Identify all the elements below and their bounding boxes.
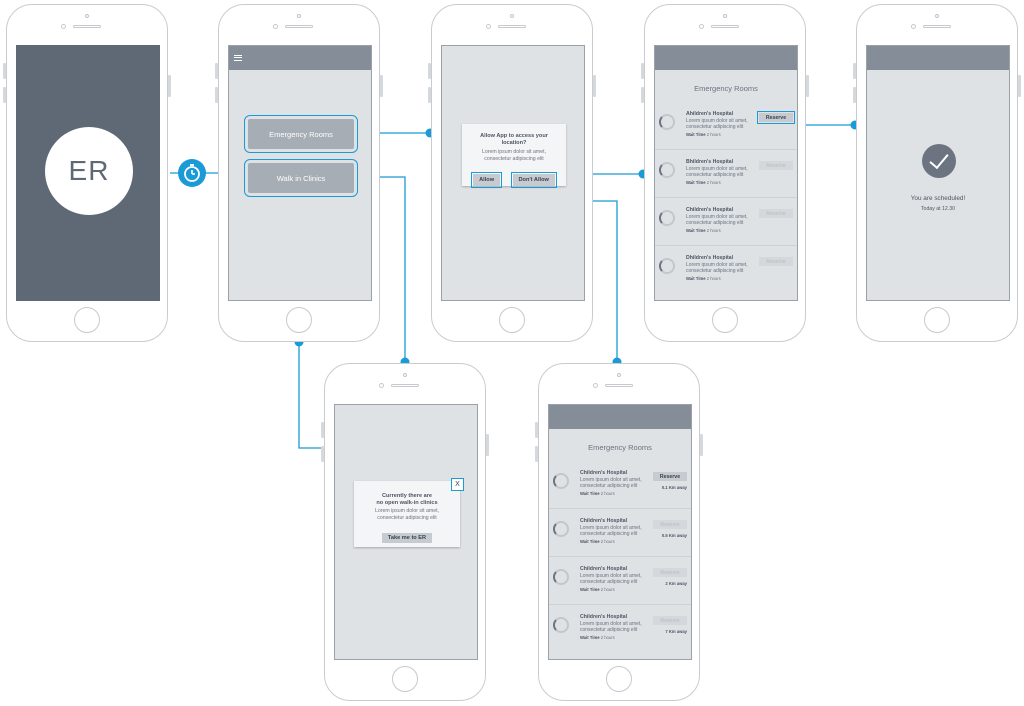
location-dialog: Allow App to access your location? Lorem…: [462, 124, 566, 188]
wait-time: Wait Time 2 hours: [580, 635, 615, 640]
hamburger-icon[interactable]: [234, 55, 242, 61]
list-item[interactable]: Ahildren's Hospital Lorem ipsum dolor si…: [655, 102, 797, 150]
reserve-button[interactable]: Reserve: [759, 257, 793, 266]
no-clinics-screen: X Currently there are no open walk-in cl…: [334, 404, 478, 660]
spinner-icon: [659, 162, 675, 178]
list-item[interactable]: Children's Hospital Lorem ipsum dolor si…: [549, 557, 691, 605]
wait-time: Wait Time 2 hours: [686, 276, 721, 281]
top-bar: [655, 46, 797, 70]
home-button[interactable]: [606, 666, 632, 692]
distance: 0.1 Km away: [661, 485, 687, 490]
er-list-distance-screen: Emergency Rooms Children's Hospital Lore…: [548, 404, 692, 660]
spinner-icon: [659, 210, 675, 226]
emergency-rooms-button[interactable]: Emergency Rooms: [244, 115, 358, 153]
dont-allow-button[interactable]: Don't Allow: [510, 172, 557, 188]
home-button[interactable]: [392, 666, 418, 692]
no-clinics-dialog: X Currently there are no open walk-in cl…: [354, 478, 464, 547]
er-list-screen: Emergency Rooms Ahildren's Hospital Lore…: [654, 45, 798, 301]
reserve-button[interactable]: Reserve: [759, 209, 793, 218]
home-button[interactable]: [924, 307, 950, 333]
wait-time: Wait Time 2 hours: [686, 132, 721, 137]
top-bar: [229, 46, 371, 70]
hospital-name: Ahildren's Hospital: [686, 111, 734, 117]
spinner-icon: [553, 569, 569, 585]
dialog-text: Lorem ipsum dolor sit amet, consectetur …: [481, 149, 546, 162]
spinner-icon: [553, 473, 569, 489]
distance: 0.5 Km away: [661, 533, 687, 538]
distance: 7 Km away: [665, 629, 687, 634]
hospital-name: Children's Hospital: [580, 614, 628, 620]
spinner-icon: [553, 617, 569, 633]
home-button[interactable]: [74, 307, 100, 333]
hospital-name: Children's Hospital: [686, 207, 734, 213]
hospital-desc: Lorem ipsum dolor sit amet, consectetur …: [580, 477, 642, 489]
phone-er-list: Emergency Rooms Ahildren's Hospital Lore…: [641, 4, 809, 342]
list-title: Emergency Rooms: [588, 443, 652, 452]
list-item[interactable]: Dhildren's Hospital Lorem ipsum dolor si…: [655, 246, 797, 294]
spinner-icon: [659, 258, 675, 274]
close-icon[interactable]: X: [451, 478, 464, 491]
phone-splash: ER: [3, 4, 171, 342]
allow-button[interactable]: Allow: [471, 172, 503, 188]
hospital-desc: Lorem ipsum dolor sit amet, consectetur …: [686, 166, 748, 178]
hospital-desc: Lorem ipsum dolor sit amet, consectetur …: [580, 573, 642, 585]
wait-time: Wait Time 2 hours: [580, 491, 615, 496]
list-item[interactable]: Bhildren's Hospital Lorem ipsum dolor si…: [655, 150, 797, 198]
reserve-button[interactable]: Reserve: [757, 111, 795, 124]
splash-screen: ER: [16, 45, 160, 301]
wait-time: Wait Time 2 hours: [686, 228, 721, 233]
top-bar: [867, 46, 1009, 70]
dialog-title: Allow App to access your location?: [480, 133, 548, 146]
checkmark-icon: [922, 144, 956, 178]
phone-er-list-distance: Emergency Rooms Children's Hospital Lore…: [535, 363, 703, 701]
list-title: Emergency Rooms: [694, 84, 758, 93]
er-logo: ER: [45, 127, 133, 215]
walk-in-clinics-button[interactable]: Walk in Clinics: [244, 159, 358, 197]
reserve-button[interactable]: Reserve: [653, 520, 687, 529]
hospital-name: Children's Hospital: [580, 566, 628, 572]
list-item[interactable]: Children's Hospital Lorem ipsum dolor si…: [655, 198, 797, 246]
menu-screen: Emergency Rooms Walk in Clinics: [228, 45, 372, 301]
confirmation-subtitle: Today at 12.30: [920, 206, 956, 212]
take-me-to-er-button[interactable]: Take me to ER: [381, 533, 433, 543]
dialog-title-line1: Currently there are: [381, 493, 433, 499]
hospital-desc: Lorem ipsum dolor sit amet, consectetur …: [580, 621, 642, 633]
reserve-button[interactable]: Reserve: [653, 568, 687, 577]
confirmation-title: You are scheduled!: [910, 195, 966, 202]
location-screen: Allow App to access your location? Lorem…: [441, 45, 585, 301]
reserve-button[interactable]: Reserve: [653, 616, 687, 625]
hospital-desc: Lorem ipsum dolor sit amet, consectetur …: [686, 214, 748, 226]
hospital-name: Children's Hospital: [580, 470, 628, 476]
list-item[interactable]: Children's Hospital Lorem ipsum dolor si…: [549, 605, 691, 653]
reserve-button[interactable]: Reserve: [653, 472, 687, 481]
dialog-title-line2: no open walk-in clinics: [376, 500, 438, 506]
list-item[interactable]: Children's Hospital Lorem ipsum dolor si…: [549, 461, 691, 509]
wait-time: Wait Time 2 hours: [580, 539, 615, 544]
phone-menu: Emergency Rooms Walk in Clinics: [215, 4, 383, 342]
phone-confirmation: You are scheduled! Today at 12.30: [853, 4, 1021, 342]
distance: 2 Km away: [665, 581, 687, 586]
spinner-icon: [553, 521, 569, 537]
timer-icon: [178, 159, 206, 187]
confirmation-screen: You are scheduled! Today at 12.30: [866, 45, 1010, 301]
home-button[interactable]: [286, 307, 312, 333]
hospital-desc: Lorem ipsum dolor sit amet, consectetur …: [686, 118, 748, 130]
hospital-desc: Lorem ipsum dolor sit amet, consectetur …: [686, 262, 748, 274]
hospital-name: Bhildren's Hospital: [686, 159, 734, 165]
top-bar: [549, 405, 691, 429]
hospital-name: Children's Hospital: [580, 518, 628, 524]
phone-no-clinics: X Currently there are no open walk-in cl…: [321, 363, 489, 701]
hospital-desc: Lorem ipsum dolor sit amet, consectetur …: [580, 525, 642, 537]
wait-time: Wait Time 2 hours: [580, 587, 615, 592]
home-button[interactable]: [499, 307, 525, 333]
wait-time: Wait Time 2 hours: [686, 180, 721, 185]
home-button[interactable]: [712, 307, 738, 333]
dialog-text: Lorem ipsum dolor sit amet, consectetur …: [374, 508, 439, 521]
phone-location: Allow App to access your location? Lorem…: [428, 4, 596, 342]
reserve-button[interactable]: Reserve: [759, 161, 793, 170]
list-item[interactable]: Children's Hospital Lorem ipsum dolor si…: [549, 509, 691, 557]
spinner-icon: [659, 114, 675, 130]
hospital-name: Dhildren's Hospital: [686, 255, 734, 261]
